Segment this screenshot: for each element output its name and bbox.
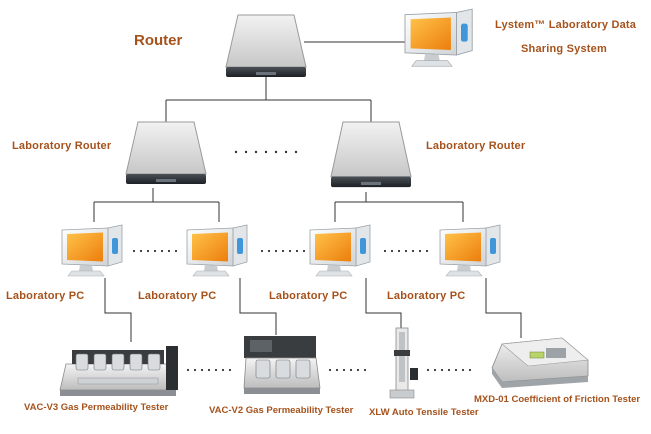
- lab-pc-2-icon: [186, 224, 248, 277]
- tester-mxd-01-illustration: [491, 337, 589, 388]
- data-system-computer-icon: [404, 8, 473, 67]
- main-router-icon: [225, 14, 307, 78]
- pc-3-label: Laboratory PC: [269, 290, 348, 302]
- lab-pc-1-icon: [61, 224, 123, 277]
- lab-pc-4-icon: [439, 224, 501, 277]
- tester-vac-v3-illustration: [59, 346, 178, 396]
- pc-4-label: Laboratory PC: [387, 290, 466, 302]
- pc-2-label: Laboratory PC: [138, 290, 217, 302]
- lab-router-right-label: Laboratory Router: [426, 140, 526, 152]
- data-system-label-line1: Lystem™ Laboratory Data: [495, 19, 637, 31]
- lab-router-right-icon: [330, 121, 412, 188]
- data-system-label-line2: Sharing System: [521, 43, 607, 55]
- router-label: Router: [134, 32, 183, 49]
- tester-xlw-illustration: [389, 327, 418, 399]
- pc-1-label: Laboratory PC: [6, 290, 85, 302]
- tester-2-label: VAC-V2 Gas Permeability Tester: [209, 405, 354, 416]
- tester-3-label: XLW Auto Tensile Tester: [369, 407, 479, 418]
- lab-router-left-label: Laboratory Router: [12, 140, 112, 152]
- connection-lines: [93, 41, 522, 342]
- tester-4-label: MXD-01 Coefficient of Friction Tester: [474, 394, 641, 405]
- ellipsis-dots: [132, 150, 472, 372]
- tester-1-label: VAC-V3 Gas Permeability Tester: [24, 402, 169, 413]
- tester-vac-v2-illustration: [243, 336, 321, 394]
- lab-router-left-icon: [125, 121, 207, 185]
- lab-pc-3-icon: [309, 224, 371, 277]
